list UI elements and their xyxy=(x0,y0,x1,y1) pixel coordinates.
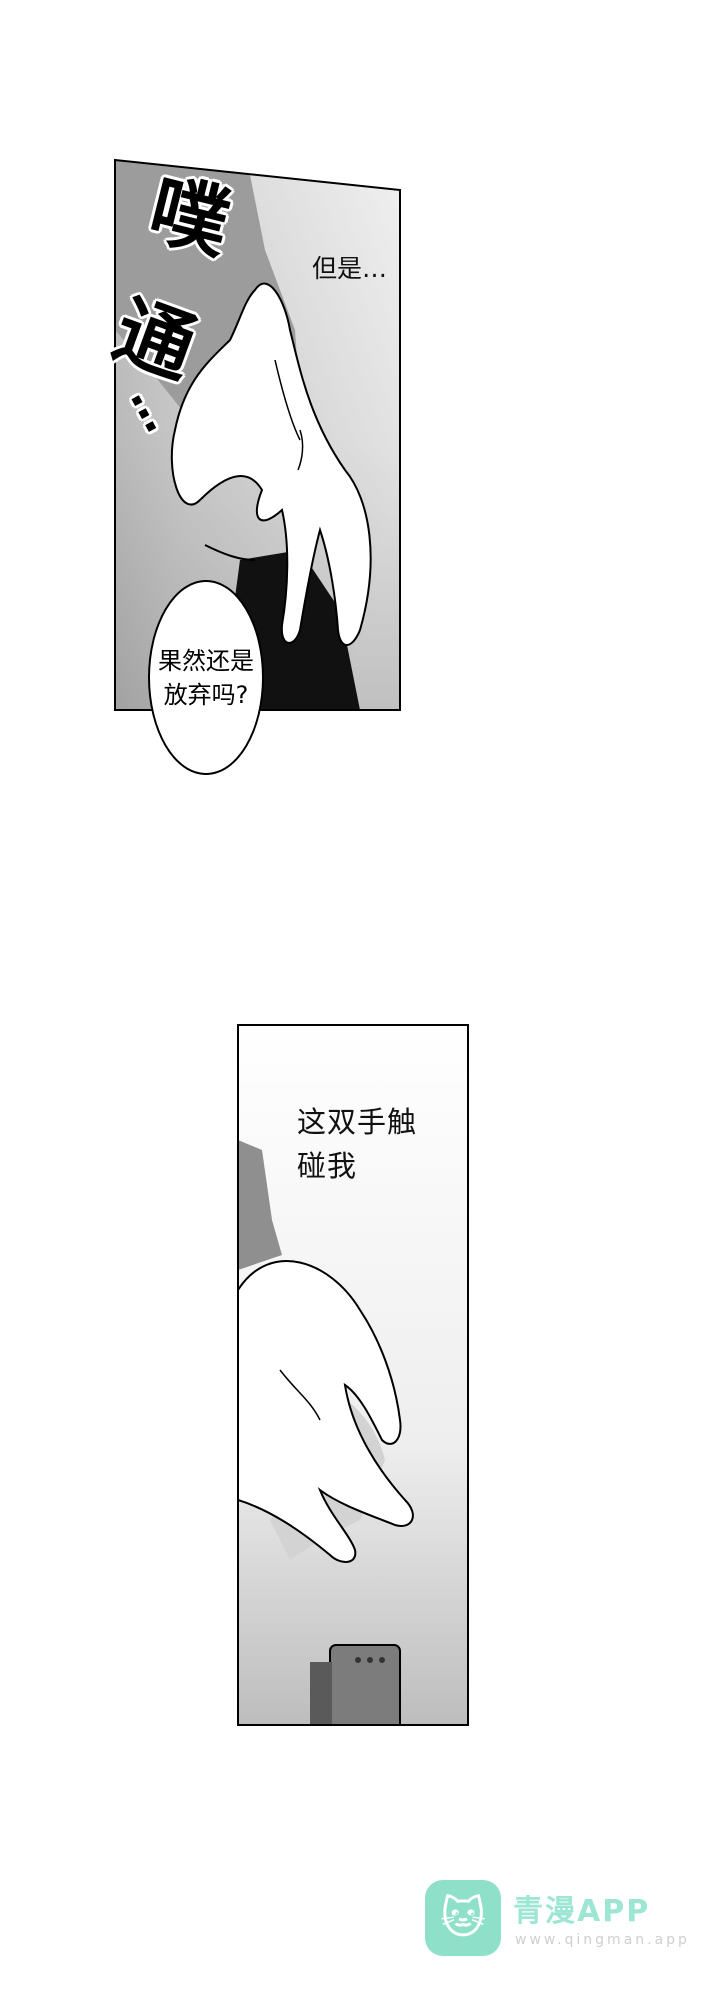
panel-1-art xyxy=(115,160,400,710)
speech-bubble: 果然还是放弃吗? xyxy=(148,580,264,775)
watermark-url: www.qingman.app xyxy=(515,1932,690,1948)
speech-bubble-text: 果然还是放弃吗? xyxy=(158,646,254,709)
watermark: 🐱 青漫APP www.qingman.app xyxy=(425,1880,687,1970)
panel-1-caption: 但是… xyxy=(312,254,388,283)
cat-face-icon: 🐱 xyxy=(425,1880,501,1956)
panel-2-caption: 这双手触碰我 xyxy=(297,1105,418,1183)
panel-2-art xyxy=(238,1025,468,1725)
watermark-name: 青漫APP xyxy=(513,1894,651,1929)
